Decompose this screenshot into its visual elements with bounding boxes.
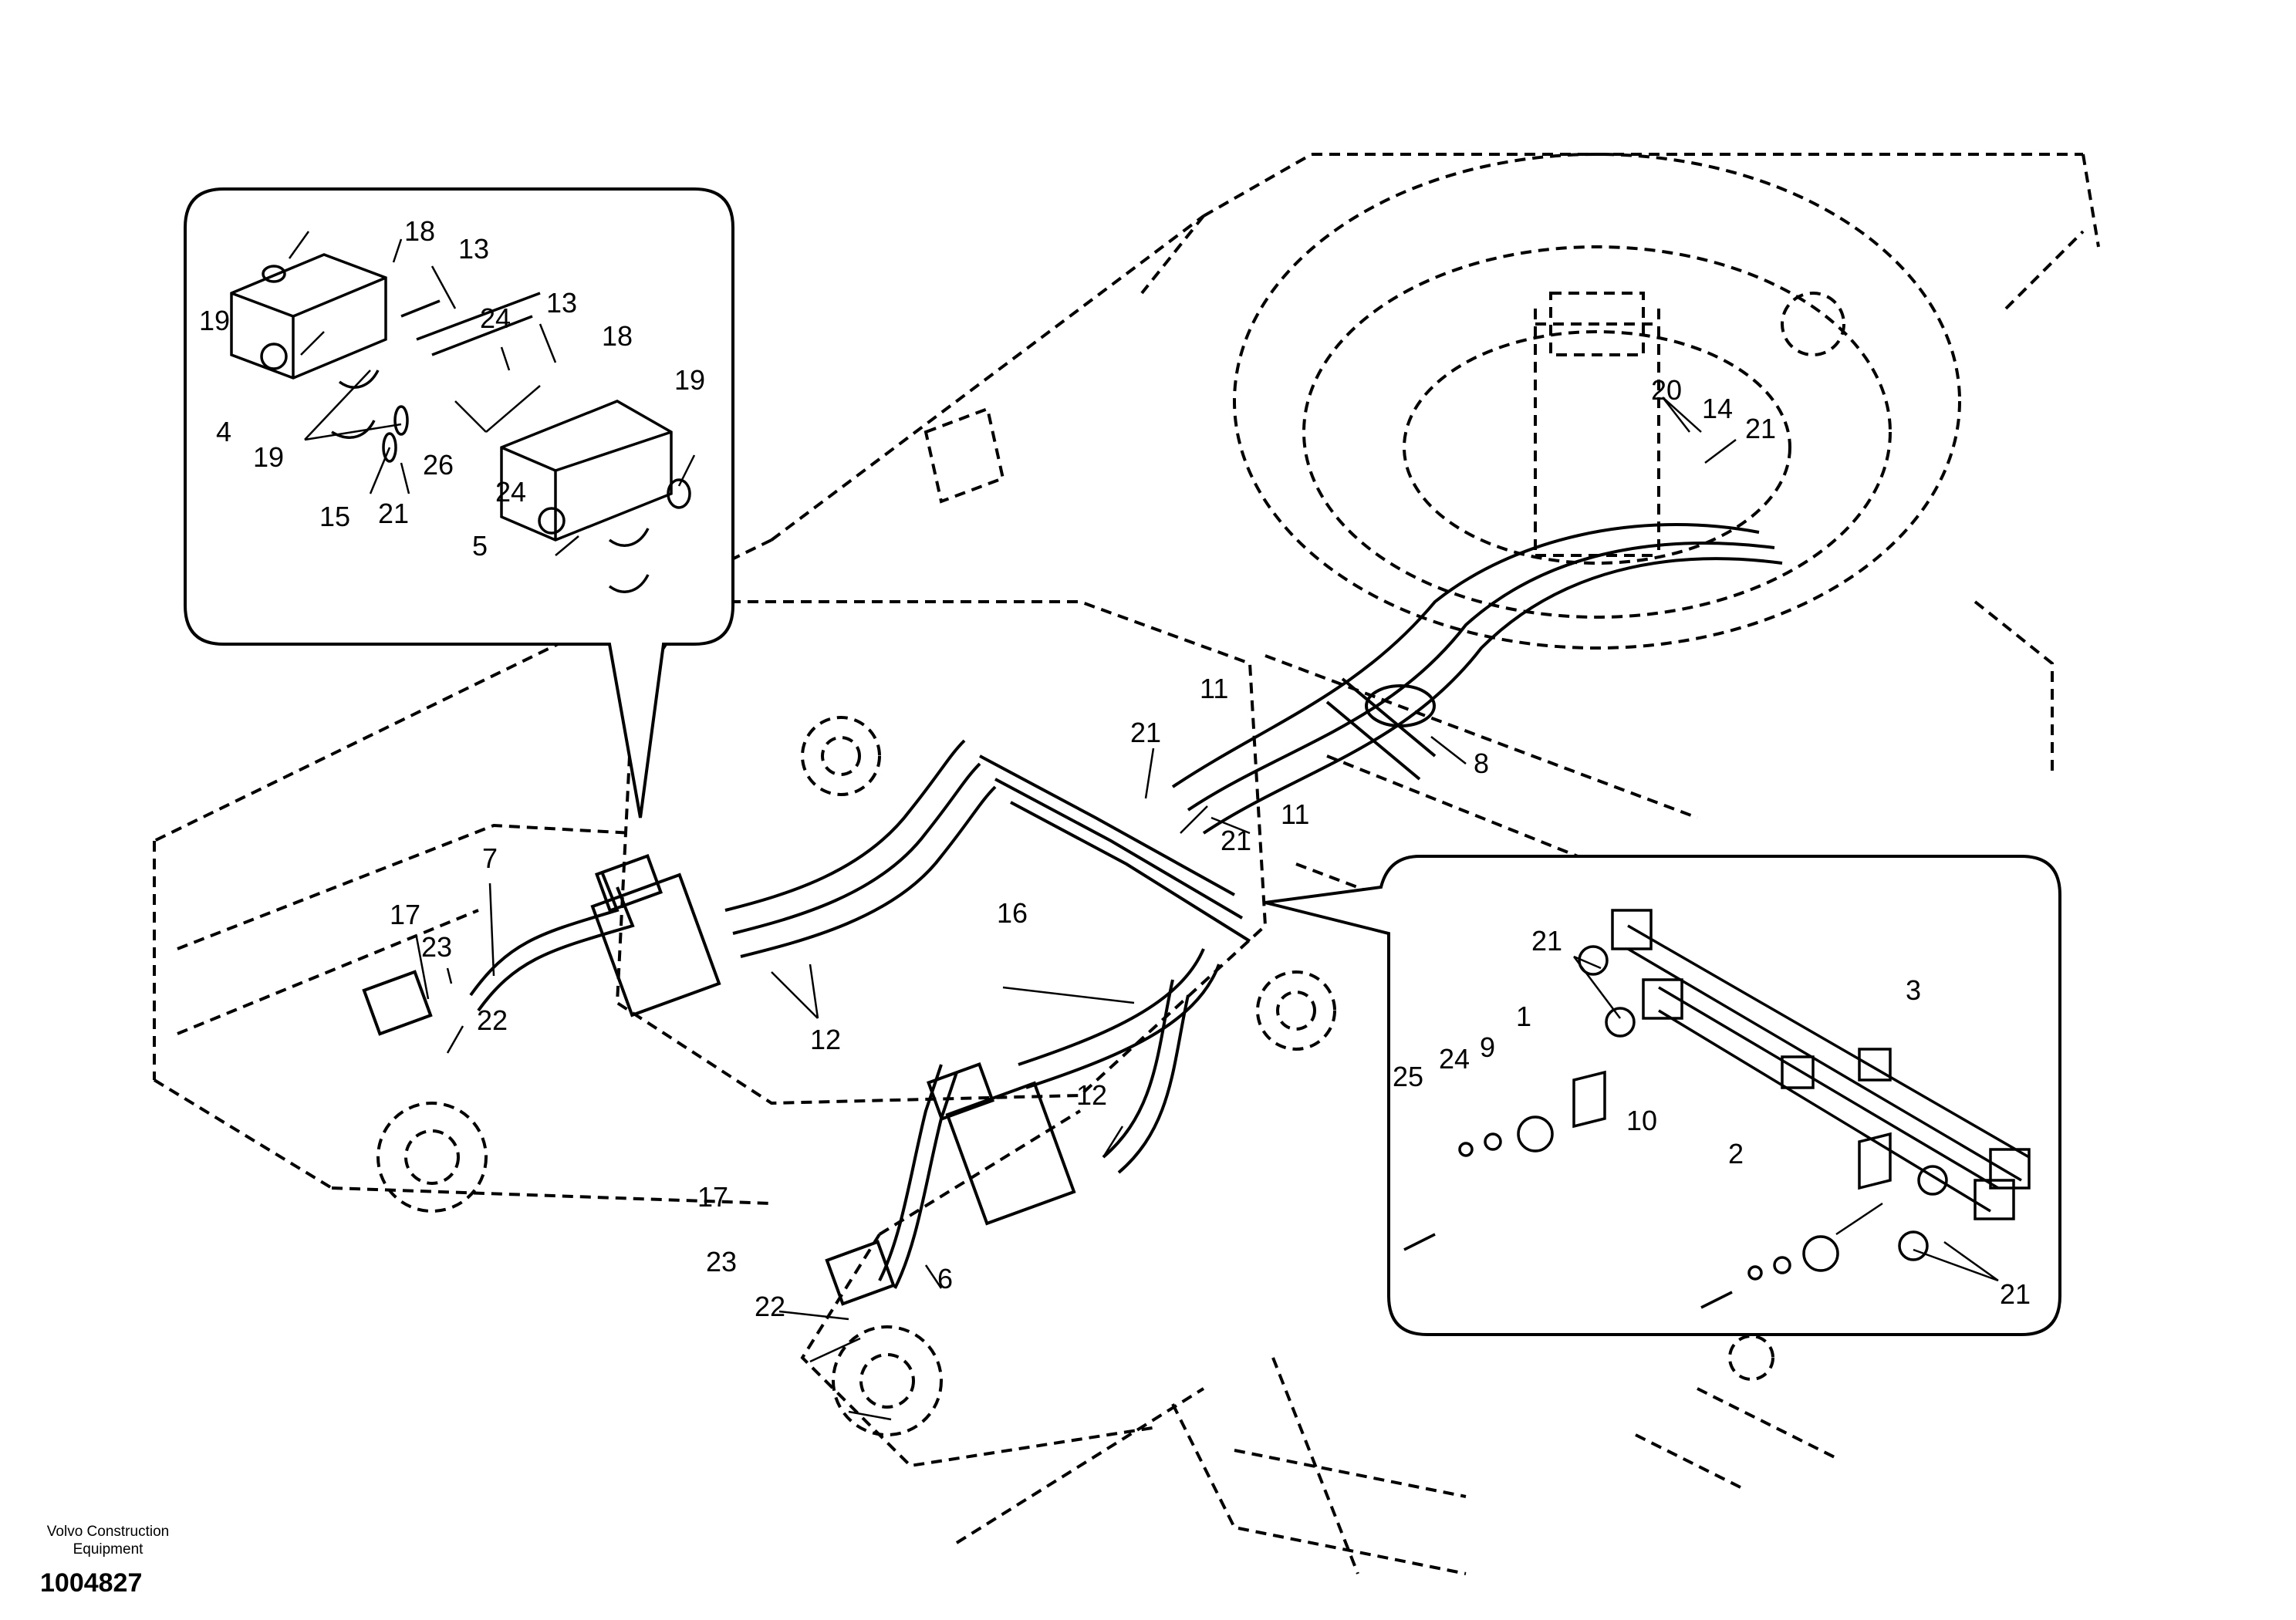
callout-label: 15 — [319, 501, 350, 532]
callout-label: 17 — [390, 899, 420, 930]
callout-labels-inset-left: 19 18 13 24 13 18 19 4 19 26 24 15 21 5 — [199, 215, 705, 562]
callout-label: 19 — [253, 441, 284, 473]
inset-right-parts — [1403, 909, 2031, 1309]
callout-label: 22 — [755, 1291, 785, 1322]
callout-label: 18 — [602, 320, 633, 352]
callout-label: 4 — [216, 416, 231, 447]
footer-company-line1: Volvo Construction — [46, 1524, 170, 1540]
callout-label: 12 — [810, 1024, 841, 1055]
callout-label: 23 — [421, 931, 452, 963]
callout-label: 21 — [378, 498, 409, 529]
callout-label: 11 — [1281, 798, 1309, 830]
callout-label: 21 — [1745, 413, 1776, 444]
callout-label: 24 — [480, 302, 511, 334]
inset-right-frame — [1264, 855, 2061, 1336]
callout-label: 26 — [423, 449, 454, 481]
callout-label: 7 — [482, 842, 498, 874]
callout-label: 10 — [1626, 1105, 1657, 1136]
callout-label: 13 — [458, 233, 489, 265]
callout-label: 13 — [546, 287, 577, 319]
callout-label: 5 — [472, 530, 488, 562]
callout-label: 2 — [1728, 1138, 1744, 1169]
chassis-outline-dashed — [153, 153, 2100, 1575]
callout-label: 9 — [1480, 1031, 1495, 1063]
inset-left-parts — [230, 253, 691, 593]
callout-label: 14 — [1702, 393, 1733, 424]
leader-lines — [288, 231, 1999, 1421]
callout-label: 19 — [199, 305, 230, 336]
callout-label: 18 — [404, 215, 435, 247]
callout-label: 21 — [1531, 925, 1562, 957]
hose-lines — [362, 523, 1783, 1306]
callout-label: 21 — [1221, 825, 1251, 856]
footer-company-line2: Equipment — [73, 1541, 144, 1558]
inset-left-frame — [184, 187, 734, 818]
callout-label: 22 — [477, 1004, 508, 1036]
callout-label: 6 — [937, 1263, 953, 1294]
callout-labels-main: 20 14 21 11 21 11 21 8 7 17 23 22 12 16 … — [390, 374, 1776, 1322]
callout-labels-inset-right: 21 3 25 24 9 1 10 2 21 — [1393, 925, 2031, 1310]
callout-label: 1 — [1516, 1001, 1531, 1032]
callout-label: 24 — [495, 476, 526, 508]
callout-label: 11 — [1200, 673, 1228, 704]
callout-label: 20 — [1651, 374, 1682, 406]
callout-label: 19 — [674, 364, 705, 396]
callout-label: 12 — [1076, 1079, 1107, 1111]
callout-label: 3 — [1906, 974, 1921, 1006]
callout-label: 17 — [697, 1181, 728, 1213]
callout-label: 8 — [1474, 748, 1489, 779]
footer-company: Volvo Construction Equipment — [23, 1523, 193, 1558]
callout-label: 23 — [706, 1246, 737, 1277]
drawing-number: 1004827 — [40, 1568, 143, 1598]
callout-label: 25 — [1393, 1061, 1423, 1092]
callout-label: 24 — [1439, 1043, 1470, 1075]
callout-label: 21 — [2000, 1278, 2031, 1310]
callout-label: 21 — [1130, 717, 1161, 748]
callout-label: 16 — [997, 897, 1028, 929]
